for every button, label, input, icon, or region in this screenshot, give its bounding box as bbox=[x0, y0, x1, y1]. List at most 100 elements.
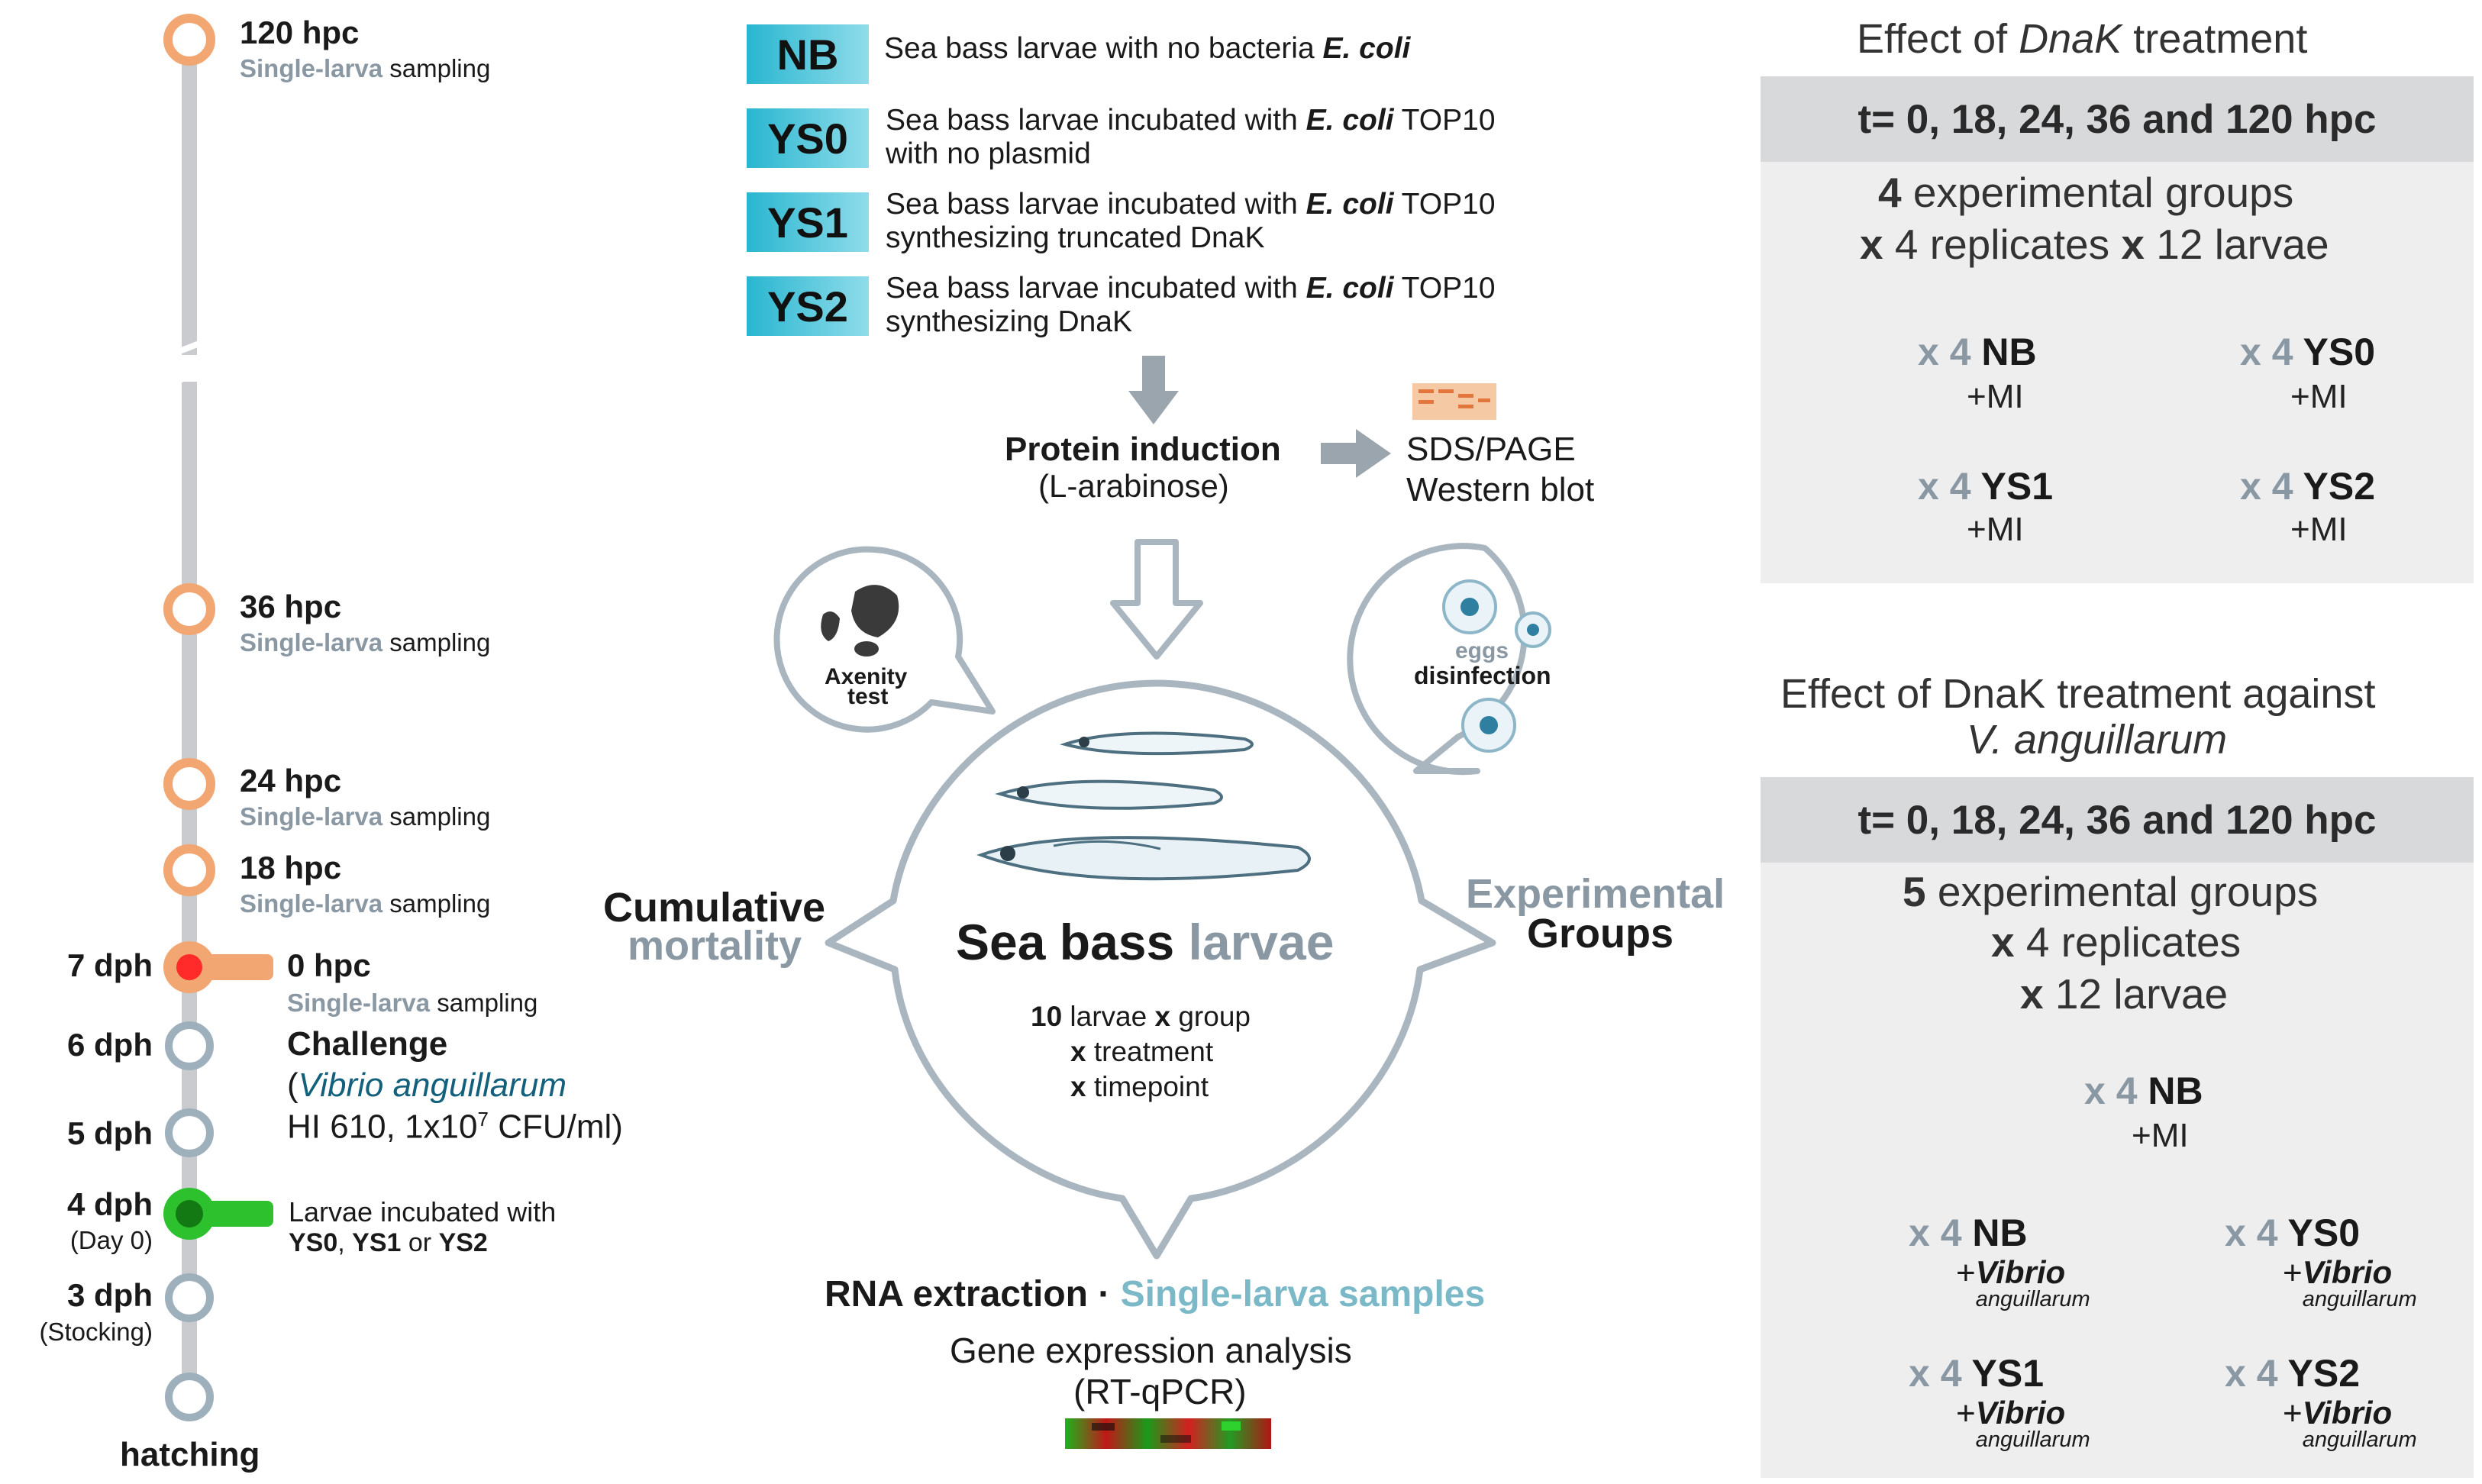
groups-line: 5 experimental groups bbox=[1903, 868, 2319, 915]
timeline-node-4dph bbox=[163, 1188, 273, 1240]
challenge-title: Challenge bbox=[287, 1025, 448, 1063]
hollow-arrow-down-icon bbox=[1110, 539, 1203, 660]
egg-icon bbox=[1515, 611, 1551, 648]
sampling-label: Single-larva sampling bbox=[287, 989, 538, 1017]
time-label: 0 hpc bbox=[287, 947, 371, 983]
cup-label: x 4 NB bbox=[1909, 1211, 2028, 1254]
main-sub-line2: x treatment bbox=[1070, 1036, 1214, 1067]
replicates-line: x 4 replicates bbox=[1991, 918, 2242, 966]
replicates-line: x 4 replicates x 12 larvae bbox=[1860, 221, 2329, 268]
day-label: 4 dph bbox=[67, 1186, 153, 1222]
induction-sub: (L-arabinose) bbox=[1038, 468, 1229, 504]
rna-label: RNA extraction · Single-larva samples bbox=[825, 1274, 1486, 1315]
cup-sub: +MI bbox=[2290, 511, 2348, 548]
challenge-strain: HI 610, 1x107 CFU/ml) bbox=[287, 1108, 623, 1146]
fish-larva-icon bbox=[1060, 731, 1254, 756]
disinfection-label: disinfection bbox=[1414, 662, 1551, 689]
day-label: 7 dph bbox=[67, 947, 153, 983]
panel-header: t= 0, 18, 24, 36 and 120 hpc bbox=[1761, 76, 2474, 162]
cumulative-label: Cumulative bbox=[603, 885, 826, 931]
cup-label: x 4 YS0 bbox=[2240, 331, 2376, 373]
arrow-down-icon bbox=[1128, 356, 1179, 424]
time-label: 120 hpc bbox=[240, 15, 360, 50]
badge-ys0: YS0 bbox=[747, 108, 869, 168]
cup-label: x 4 NB bbox=[2084, 1069, 2203, 1112]
incubation-line2: YS0, YS1 or YS2 bbox=[289, 1228, 488, 1257]
gel-icon bbox=[1412, 383, 1496, 420]
main-sub-line3: x timepoint bbox=[1070, 1071, 1209, 1102]
central-bubble bbox=[825, 679, 1496, 1260]
timeline-node-0hpc bbox=[163, 941, 273, 993]
cup-sub: +MI bbox=[1967, 378, 2024, 415]
arrow-right-icon bbox=[1321, 429, 1391, 478]
cup-label: x 4 YS1 bbox=[1909, 1352, 2045, 1395]
cup-label: x 4 YS2 bbox=[2225, 1352, 2361, 1395]
day-label: 5 dph bbox=[67, 1115, 153, 1151]
experimental-label: Experimental bbox=[1466, 871, 1725, 917]
time-label: 24 hpc bbox=[240, 763, 342, 798]
panel-body bbox=[1761, 863, 2474, 1478]
sampling-label: Single-larva sampling bbox=[240, 802, 491, 831]
timeline-node-6dph bbox=[165, 1021, 214, 1070]
larvae-line: x 12 larvae bbox=[2020, 970, 2229, 1018]
mortality-label: mortality bbox=[628, 923, 802, 969]
badge-ys1: YS1 bbox=[747, 192, 869, 252]
axenity-bubble bbox=[773, 546, 996, 733]
egg-icon bbox=[1442, 579, 1497, 634]
fish-larva-icon bbox=[976, 836, 1311, 881]
induction-title: Protein induction bbox=[1005, 431, 1281, 468]
timeline-node-hatching bbox=[165, 1373, 214, 1421]
sampling-label: Single-larva sampling bbox=[240, 628, 491, 657]
axenity-label-2: test bbox=[847, 684, 889, 709]
panel-title: Effect of DnaK treatment against bbox=[1780, 671, 2376, 717]
legend-text-ys0: Sea bass larvae incubated with E. coli T… bbox=[886, 104, 1496, 170]
groups-line: 4 experimental groups bbox=[1878, 169, 2294, 216]
timeline-node-24hpc bbox=[163, 758, 215, 810]
fish-larva-icon bbox=[995, 779, 1223, 810]
cup-sub: +MI bbox=[2290, 378, 2348, 415]
time-label: 18 hpc bbox=[240, 850, 342, 886]
heatmap-icon bbox=[1065, 1418, 1271, 1449]
axenity-label: Axenity bbox=[825, 664, 908, 689]
badge-nb: NB bbox=[747, 24, 869, 84]
timeline-node-5dph bbox=[165, 1108, 214, 1157]
groups-label: Groups bbox=[1527, 911, 1674, 957]
panel-title: Effect of DnaK treatment bbox=[1857, 16, 2308, 62]
sds-label: SDS/PAGE bbox=[1406, 431, 1576, 468]
legend-text-ys1: Sea bass larvae incubated with E. coli T… bbox=[886, 188, 1496, 254]
day-sublabel: (Stocking) bbox=[39, 1318, 153, 1346]
cup-label: x 4 YS0 bbox=[2225, 1211, 2361, 1254]
sampling-label: Single-larva sampling bbox=[240, 54, 491, 82]
sampling-label: Single-larva sampling bbox=[240, 889, 491, 918]
hatching-label: hatching bbox=[120, 1436, 260, 1473]
challenge-species: (Vibrio anguillarum bbox=[287, 1066, 567, 1104]
eggs-label: eggs bbox=[1455, 638, 1509, 663]
main-title: Sea bass larvae bbox=[956, 914, 1335, 970]
legend-text-nb: Sea bass larvae with no bacteria E. coli bbox=[884, 32, 1411, 65]
timeline-node-18hpc bbox=[163, 844, 215, 896]
panel-body bbox=[1761, 162, 2474, 583]
day-label: 3 dph bbox=[67, 1277, 153, 1313]
timeline-node-3dph bbox=[165, 1273, 214, 1322]
cup-label: x 4 NB bbox=[1918, 331, 2037, 373]
rtqpcr-label: (RT-qPCR) bbox=[1073, 1372, 1247, 1411]
timeline-node-36hpc bbox=[163, 583, 215, 635]
main-sub-line1: 10 larvae x group bbox=[1031, 1001, 1251, 1032]
panel-header: t= 0, 18, 24, 36 and 120 hpc bbox=[1761, 777, 2474, 863]
eggs-bubble bbox=[1347, 543, 1551, 776]
egg-icon bbox=[1461, 698, 1516, 753]
western-label: Western blot bbox=[1406, 471, 1595, 508]
incubation-line1: Larvae incubated with bbox=[289, 1196, 557, 1228]
gene-label: Gene expression analysis bbox=[950, 1331, 1352, 1370]
cup-sub: +MI bbox=[2132, 1117, 2189, 1154]
day-label: 6 dph bbox=[67, 1027, 153, 1063]
badge-ys2: YS2 bbox=[747, 276, 869, 336]
cup-sub: +MI bbox=[1967, 511, 2024, 548]
timeline-line bbox=[174, 42, 205, 1378]
cup-label: x 4 YS1 bbox=[1918, 465, 2054, 508]
